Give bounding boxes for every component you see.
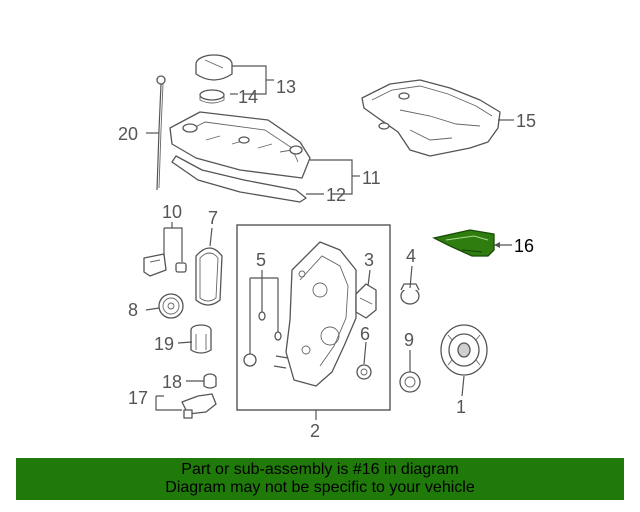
callout-13: 13 — [276, 77, 296, 97]
valve-cover-gasket[interactable] — [171, 155, 307, 203]
o-ring-medium[interactable] — [274, 331, 282, 341]
callout-19: 19 — [154, 334, 174, 354]
callout-17: 17 — [128, 388, 148, 408]
callout-8: 8 — [128, 300, 138, 320]
callout-2: 2 — [310, 421, 320, 441]
o-ring-large[interactable] — [243, 353, 257, 367]
notice-line-2: Diagram may not be specific to your vehi… — [165, 479, 475, 496]
dowel-pins[interactable] — [273, 355, 289, 369]
notice-line-1: Part or sub-assembly is #16 in diagram — [181, 461, 459, 478]
idler-pulley[interactable] — [399, 371, 421, 393]
oil-filter[interactable] — [190, 324, 212, 354]
oil-filler-cap[interactable] — [195, 54, 233, 81]
callout-7: 7 — [208, 208, 218, 228]
sprocket[interactable] — [158, 293, 184, 319]
timing-chain[interactable] — [195, 247, 223, 306]
callout-5: 5 — [256, 250, 266, 270]
callout-16: 16 — [514, 236, 534, 256]
callout-1: 1 — [456, 397, 466, 417]
callout-20: 20 — [118, 124, 138, 144]
cap-seal-ring[interactable] — [199, 89, 225, 104]
sensor-bracket[interactable] — [181, 393, 217, 419]
sensor[interactable] — [203, 373, 217, 389]
callout-12: 12 — [326, 185, 346, 205]
timing-chain-case-group — [236, 224, 391, 411]
timing-chain-case[interactable] — [285, 241, 357, 387]
mounting-bracket[interactable] — [143, 253, 167, 277]
o-ring-small[interactable] — [258, 311, 266, 321]
notice-banner: Part or sub-assembly is #16 in diagram D… — [16, 458, 624, 500]
callout-18: 18 — [162, 372, 182, 392]
parts-diagram: 13 14 20 11 12 15 16 10 7 5 3 4 8 6 19 9… — [118, 54, 536, 441]
chain-tensioner[interactable] — [355, 283, 377, 319]
callout-4: 4 — [406, 246, 416, 266]
callout-11: 11 — [362, 168, 381, 188]
callout-14: 14 — [238, 87, 258, 107]
grommet[interactable] — [175, 262, 187, 273]
callout-15: 15 — [516, 111, 536, 131]
oil-seal[interactable] — [356, 364, 372, 380]
oil-baffle-plate-highlighted[interactable] — [432, 229, 495, 257]
callout-3: 3 — [364, 250, 374, 270]
oil-pan[interactable] — [361, 79, 501, 157]
leader-lines — [145, 65, 514, 420]
callout-9: 9 — [404, 330, 414, 350]
crankshaft-pulley[interactable] — [440, 324, 488, 376]
valve-cover[interactable] — [169, 111, 311, 179]
callout-10: 10 — [162, 202, 182, 222]
dipstick[interactable] — [156, 75, 166, 191]
callout-6: 6 — [360, 324, 370, 344]
